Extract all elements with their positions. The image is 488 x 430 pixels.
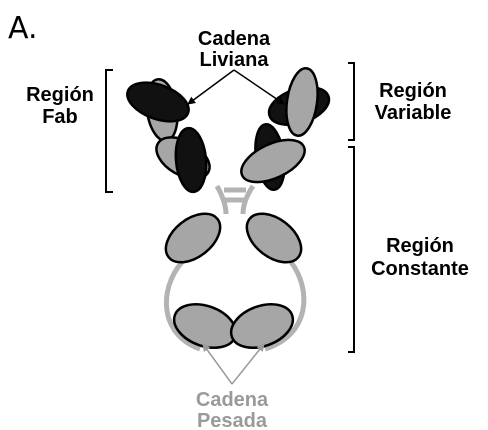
light-chain-label-line1: Cadena	[198, 28, 271, 50]
right-light-chain-variable-domain	[282, 66, 321, 138]
variable-region-label-line2: Variable	[375, 102, 452, 124]
left-heavy-chain-constant-domain	[173, 127, 208, 193]
right-ch2-domain	[238, 204, 310, 272]
fab-region-label-line2: Fab	[42, 106, 78, 128]
light-chain-arrow-right	[234, 70, 284, 104]
heavy-chain-arrow-right	[232, 344, 264, 384]
light-chain-arrow-left	[188, 70, 234, 104]
left-ch2-domain	[157, 204, 229, 272]
panel-letter: A.	[8, 11, 38, 46]
variable-region-label-line1: Región	[379, 80, 447, 102]
heavy-chain-arrows	[203, 344, 264, 384]
heavy-chain-label-line2: Pesada	[197, 410, 268, 430]
heavy-chain-label-line1: Cadena	[196, 389, 269, 411]
light-chain-label-line2: Liviana	[200, 49, 270, 71]
constant-region-bracket	[348, 147, 354, 352]
left-heavy-chain-variable-domain	[122, 75, 194, 129]
fab-region-bracket	[106, 70, 113, 192]
constant-region-label-line2: Constante	[371, 258, 469, 280]
constant-region-label-line1: Región	[386, 235, 454, 257]
fc-region	[157, 204, 310, 356]
fab-region-label-line1: Región	[26, 84, 94, 106]
light-chain-arrows	[188, 70, 284, 104]
heavy-chain-arrow-left	[203, 344, 232, 384]
right-fab-arm	[235, 66, 334, 191]
variable-region-bracket	[348, 63, 354, 140]
